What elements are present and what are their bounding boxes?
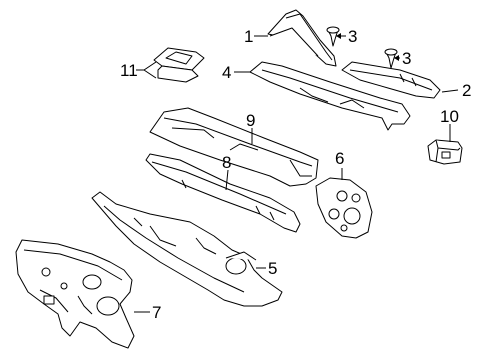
part-11-vent-seal bbox=[153, 47, 205, 83]
callout-7: 7 bbox=[152, 303, 162, 322]
callout-3-upper: 3 bbox=[348, 27, 358, 46]
callout-3-lower: 3 bbox=[402, 49, 412, 68]
part-4-cowl-reinforcement bbox=[249, 61, 411, 131]
part-2-cowl-extension bbox=[341, 61, 441, 99]
callout-8: 8 bbox=[222, 153, 232, 172]
part-5-dash-panel bbox=[91, 191, 283, 307]
part-3-clip-lower bbox=[384, 48, 398, 69]
leader-11 bbox=[136, 61, 157, 79]
part-10-bracket bbox=[427, 139, 463, 165]
callout-10: 10 bbox=[440, 107, 459, 126]
leader-lines bbox=[134, 35, 459, 313]
part-7-dash-insulator bbox=[15, 239, 135, 349]
part-1-cowl-panel bbox=[267, 9, 337, 67]
callout-11: 11 bbox=[120, 61, 138, 80]
leader-2 bbox=[441, 89, 459, 93]
leader-arrowheads bbox=[336, 33, 399, 61]
callout-1: 1 bbox=[244, 27, 254, 46]
callout-5: 5 bbox=[268, 259, 278, 278]
part-8-lower-cowl bbox=[145, 153, 301, 233]
leader-8 bbox=[225, 169, 229, 191]
callout-2: 2 bbox=[462, 81, 472, 100]
callout-4: 4 bbox=[222, 63, 232, 82]
callout-6: 6 bbox=[335, 149, 345, 168]
part-3-clip-upper bbox=[326, 26, 340, 47]
callout-9: 9 bbox=[246, 111, 256, 130]
part-9-plenum-panel bbox=[149, 107, 319, 187]
part-6-insulator-pad bbox=[315, 177, 373, 239]
